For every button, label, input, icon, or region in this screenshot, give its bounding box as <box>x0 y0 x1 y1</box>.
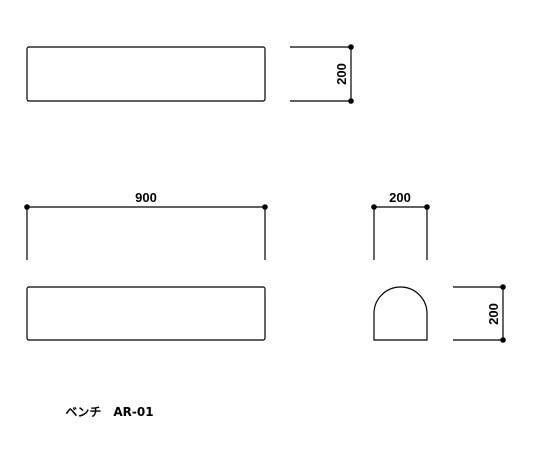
top-depth-dimension <box>290 46 352 102</box>
drawing-caption: ベンチ AR-01 <box>57 389 154 420</box>
bench-top-view <box>26 46 266 102</box>
front-width-label: 900 <box>135 190 157 205</box>
dimension-dot <box>371 204 377 210</box>
side-width-dimension <box>373 206 428 260</box>
dimension-dot <box>262 204 268 210</box>
top-depth-label: 200 <box>334 63 349 85</box>
bench-side-view <box>373 286 428 341</box>
dimension-dot <box>500 337 506 343</box>
side-width-label: 200 <box>389 190 411 205</box>
side-height-dimension <box>453 286 504 341</box>
dimension-dot <box>348 98 354 104</box>
dimension-dot <box>424 204 430 210</box>
dimension-dot <box>24 204 30 210</box>
dimension-dot <box>348 44 354 50</box>
side-height-label: 200 <box>486 303 501 325</box>
caption-name: ベンチ <box>65 405 102 419</box>
caption-code: AR-01 <box>113 405 154 419</box>
bench-front-view <box>26 286 266 341</box>
front-width-dimension <box>26 206 266 260</box>
dimension-dot <box>500 284 506 290</box>
